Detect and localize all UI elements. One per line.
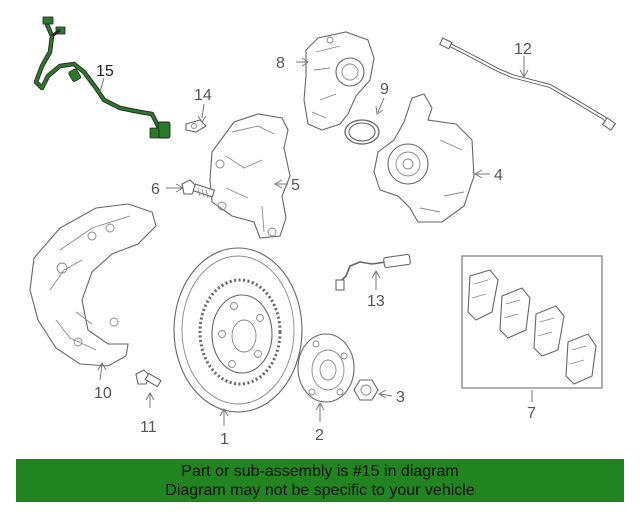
callout-14: 14 bbox=[194, 87, 212, 104]
sensor-clip[interactable] bbox=[185, 119, 207, 133]
callout-10: 10 bbox=[94, 385, 112, 402]
brake-line[interactable] bbox=[439, 37, 617, 131]
callout-1: 1 bbox=[220, 431, 229, 448]
wheel-hub[interactable] bbox=[297, 333, 355, 403]
caliper-housing[interactable] bbox=[303, 31, 375, 131]
callout-2: 2 bbox=[315, 427, 324, 444]
abs-speed-sensor[interactable] bbox=[33, 16, 171, 139]
splash-shield[interactable] bbox=[29, 203, 157, 367]
seal-ring[interactable] bbox=[344, 119, 380, 145]
callout-8: 8 bbox=[276, 55, 285, 72]
callout-12: 12 bbox=[514, 41, 532, 58]
callout-11: 11 bbox=[140, 419, 157, 436]
banner-line-1: Part or sub-assembly is #15 in diagram bbox=[181, 462, 459, 480]
parts-diagram: 15 14 8 9 12 4 5 6 13 10 11 1 2 3 7 bbox=[29, 16, 617, 448]
brake-pad-1 bbox=[467, 269, 499, 321]
brake-pad-2 bbox=[499, 287, 531, 339]
leader-lines bbox=[97, 56, 533, 426]
brake-pad-4 bbox=[565, 333, 597, 385]
brake-pad-set[interactable] bbox=[461, 255, 603, 389]
caliper-bracket[interactable] bbox=[209, 113, 291, 239]
callout-7: 7 bbox=[527, 405, 536, 422]
callout-3: 3 bbox=[396, 389, 405, 406]
rotor-disc[interactable] bbox=[173, 247, 303, 413]
steering-knuckle[interactable] bbox=[373, 93, 475, 223]
hub-nut[interactable] bbox=[353, 379, 379, 401]
callout-numbers: 15 14 8 9 12 4 5 6 13 10 11 1 2 3 7 bbox=[94, 41, 536, 448]
callout-4: 4 bbox=[494, 167, 503, 184]
callout-6: 6 bbox=[151, 181, 160, 198]
brake-pad-3 bbox=[533, 305, 565, 357]
callout-13: 13 bbox=[367, 293, 385, 310]
info-banner: Part or sub-assembly is #15 in diagram D… bbox=[16, 459, 624, 502]
callout-15: 15 bbox=[96, 63, 114, 80]
banner-line-2: Diagram may not be specific to your vehi… bbox=[165, 481, 475, 499]
bracket-bolt[interactable] bbox=[181, 179, 216, 199]
callout-9: 9 bbox=[380, 81, 389, 98]
callout-5: 5 bbox=[291, 177, 300, 194]
shield-bolt[interactable] bbox=[135, 369, 162, 388]
pad-wear-sensor[interactable] bbox=[335, 253, 411, 291]
